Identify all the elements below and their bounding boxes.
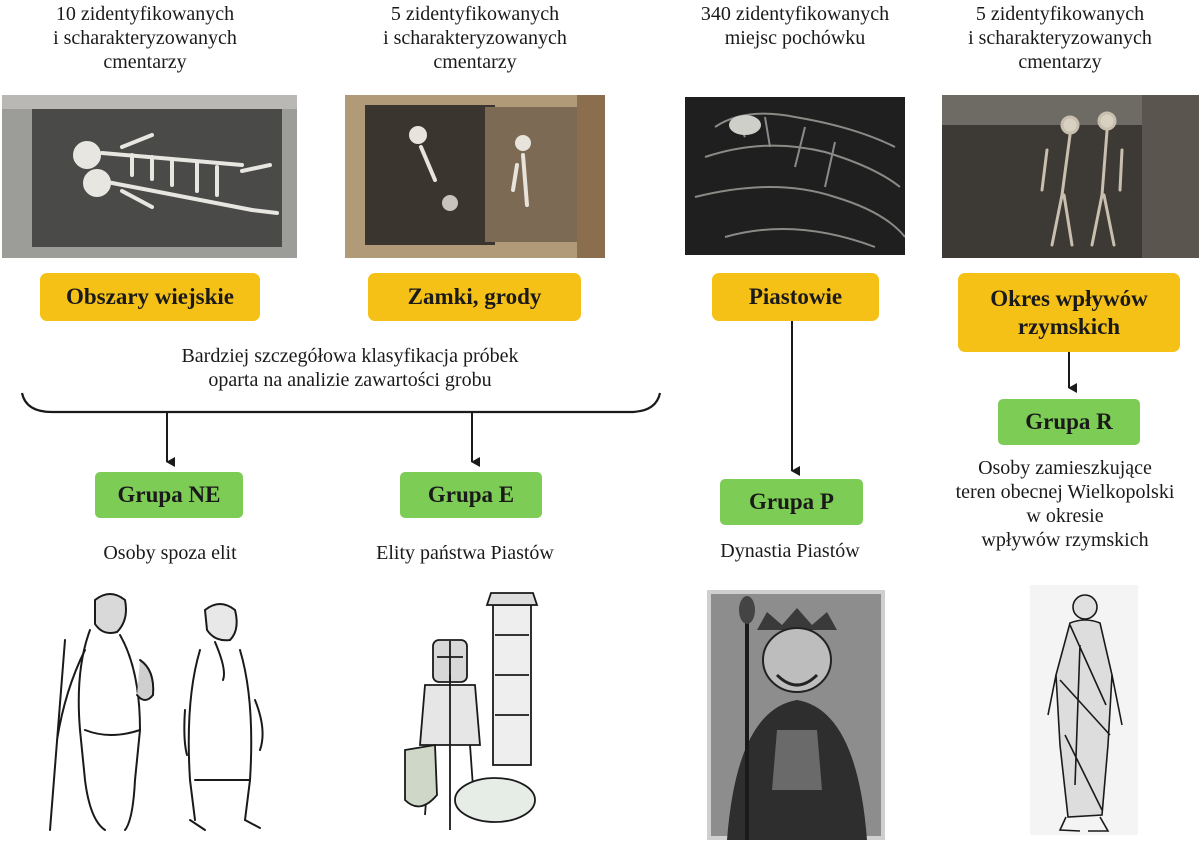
skeletons-in-grave-photo [2, 95, 297, 258]
piast-burial-count: 340 zidentyfikowanych miejsc pochówku [700, 3, 890, 49]
paired-skeletons-photo [942, 95, 1199, 258]
king-portrait-illustration [707, 590, 885, 840]
classification-note: Bardziej szczegółowa klasyfikacja próbek… [181, 345, 519, 391]
tomb-effigy-photo [685, 97, 905, 255]
rural-cemetery-count: 10 zidentyfikowanych i scharakteryzowany… [53, 3, 237, 73]
knight-illustration [395, 585, 570, 835]
category-roman-influence-period: Okres wpływów rzymskich [958, 273, 1180, 352]
group-p-description: Dynastia Piastów [720, 540, 860, 562]
roman-cemetery-count: 5 zidentyfikowanych i scharakteryzowanyc… [968, 3, 1152, 73]
classification-brace [20, 392, 662, 414]
excavated-burials-photo [345, 95, 605, 258]
group-e-box: Grupa E [400, 472, 542, 518]
category-castles-strongholds: Zamki, grody [368, 273, 581, 321]
castle-cemetery-count: 5 zidentyfikowanych i scharakteryzowanyc… [383, 3, 567, 73]
group-p-box: Grupa P [720, 479, 863, 525]
group-e-description: Elity państwa Piastów [376, 542, 554, 564]
group-ne-description: Osoby spoza elit [103, 542, 237, 564]
roman-toga-illustration [1030, 585, 1138, 835]
group-ne-box: Grupa NE [95, 472, 243, 518]
category-piasts: Piastowie [712, 273, 879, 321]
group-r-description: Osoby zamieszkujące teren obecnej Wielko… [955, 457, 1175, 551]
category-rural-areas: Obszary wiejskie [40, 273, 260, 321]
peasants-illustration [45, 580, 285, 840]
group-r-box: Grupa R [998, 399, 1140, 445]
